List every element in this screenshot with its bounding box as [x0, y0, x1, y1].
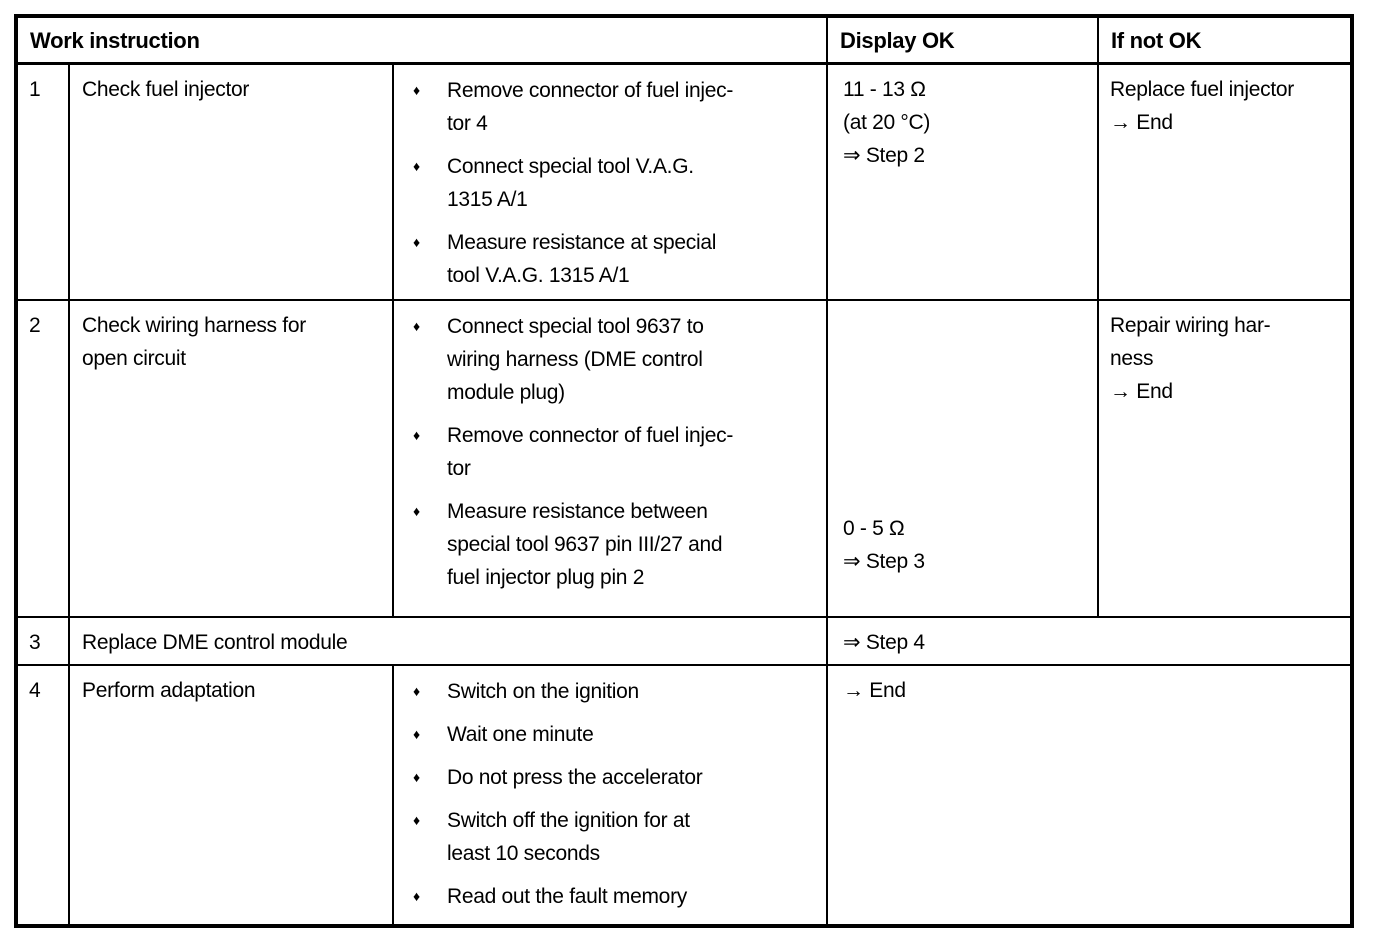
- bullet-item: ♦ Wait one minute: [413, 718, 816, 751]
- bullet-text: Switch on the ignition: [447, 680, 639, 703]
- display-ok-text: 0 - 5 Ω ⇒ Step 3: [843, 517, 925, 573]
- bullet-item: ♦ Measure resistance between special too…: [413, 495, 816, 594]
- header-cell-work-instruction: Work instruction: [30, 28, 200, 53]
- details-cell: ♦ Remove connector of fuel injec- tor 4 …: [392, 62, 826, 299]
- bullet-diamond-icon: ♦: [413, 82, 420, 98]
- bullet-text: Remove connector of fuel injec- tor: [447, 424, 734, 480]
- bullet-item: ♦ Do not press the accelerator: [413, 761, 816, 794]
- bullet-text: Switch off the ignition for at least 10 …: [447, 809, 690, 865]
- bullet-diamond-icon: ♦: [413, 427, 420, 443]
- bullet-text: Measure resistance at special tool V.A.G…: [447, 231, 717, 287]
- bullet-item: ♦ Switch on the ignition: [413, 675, 816, 708]
- row-number: 4: [18, 664, 68, 924]
- work-instruction-table: Work instruction Display OK If not OK 1 …: [14, 14, 1354, 928]
- bullet-item: ♦ Switch off the ignition for at least 1…: [413, 804, 816, 870]
- bullet-item: ♦ Read out the fault memory: [413, 880, 816, 913]
- if-not-ok-cell: Repair wiring har- ness → End: [1097, 299, 1350, 616]
- result-cell: → End: [826, 664, 1350, 924]
- bullet-text: Wait one minute: [447, 723, 594, 746]
- bullet-diamond-icon: ♦: [413, 888, 420, 904]
- bullet-text: Remove connector of fuel injec- tor 4: [447, 79, 734, 135]
- header-cell-display-ok: Display OK: [826, 18, 1097, 62]
- bullet-diamond-icon: ♦: [413, 234, 420, 250]
- bullet-item: ♦ Remove connector of fuel injec- tor: [413, 419, 816, 485]
- instruction-cell: Replace DME control module: [68, 616, 826, 664]
- instruction-cell: Check fuel injector: [68, 62, 392, 299]
- bullet-text: Measure resistance between special tool …: [447, 500, 723, 589]
- bullet-text: Connect special tool 9637 to wiring harn…: [447, 315, 704, 404]
- bullet-diamond-icon: ♦: [413, 683, 420, 699]
- bullet-text: Read out the fault memory: [447, 885, 687, 908]
- bullet-diamond-icon: ♦: [413, 812, 420, 828]
- row-number: 1: [18, 62, 68, 299]
- display-ok-cell: 11 - 13 Ω (at 20 °C) ⇒ Step 2: [826, 62, 1097, 299]
- bullet-diamond-icon: ♦: [413, 158, 420, 174]
- bullet-diamond-icon: ♦: [413, 503, 420, 519]
- bullet-diamond-icon: ♦: [413, 769, 420, 785]
- if-not-ok-cell: Replace fuel injector → End: [1097, 62, 1350, 299]
- bullet-diamond-icon: ♦: [413, 318, 420, 334]
- result-cell: ⇒ Step 4: [826, 616, 1350, 664]
- bullet-item: ♦ Measure resistance at special tool V.A…: [413, 226, 816, 292]
- bullet-diamond-icon: ♦: [413, 726, 420, 742]
- bullet-text: Do not press the accelerator: [447, 766, 703, 789]
- details-cell: ♦ Switch on the ignition ♦ Wait one minu…: [392, 664, 826, 924]
- display-ok-cell: 0 - 5 Ω ⇒ Step 3: [826, 299, 1097, 616]
- header-cell-if-not-ok: If not OK: [1097, 18, 1350, 62]
- row-number: 2: [18, 299, 68, 616]
- instruction-cell: Perform adaptation: [68, 664, 392, 924]
- bullet-item: ♦ Remove connector of fuel injec- tor 4: [413, 74, 816, 140]
- row-number: 3: [18, 616, 68, 664]
- bullet-item: ♦ Connect special tool V.A.G. 1315 A/1: [413, 150, 816, 216]
- bullet-item: ♦ Connect special tool 9637 to wiring ha…: [413, 310, 816, 409]
- details-cell: ♦ Connect special tool 9637 to wiring ha…: [392, 299, 826, 616]
- bullet-text: Connect special tool V.A.G. 1315 A/1: [447, 155, 694, 211]
- instruction-cell: Check wiring harness for open circuit: [68, 299, 392, 616]
